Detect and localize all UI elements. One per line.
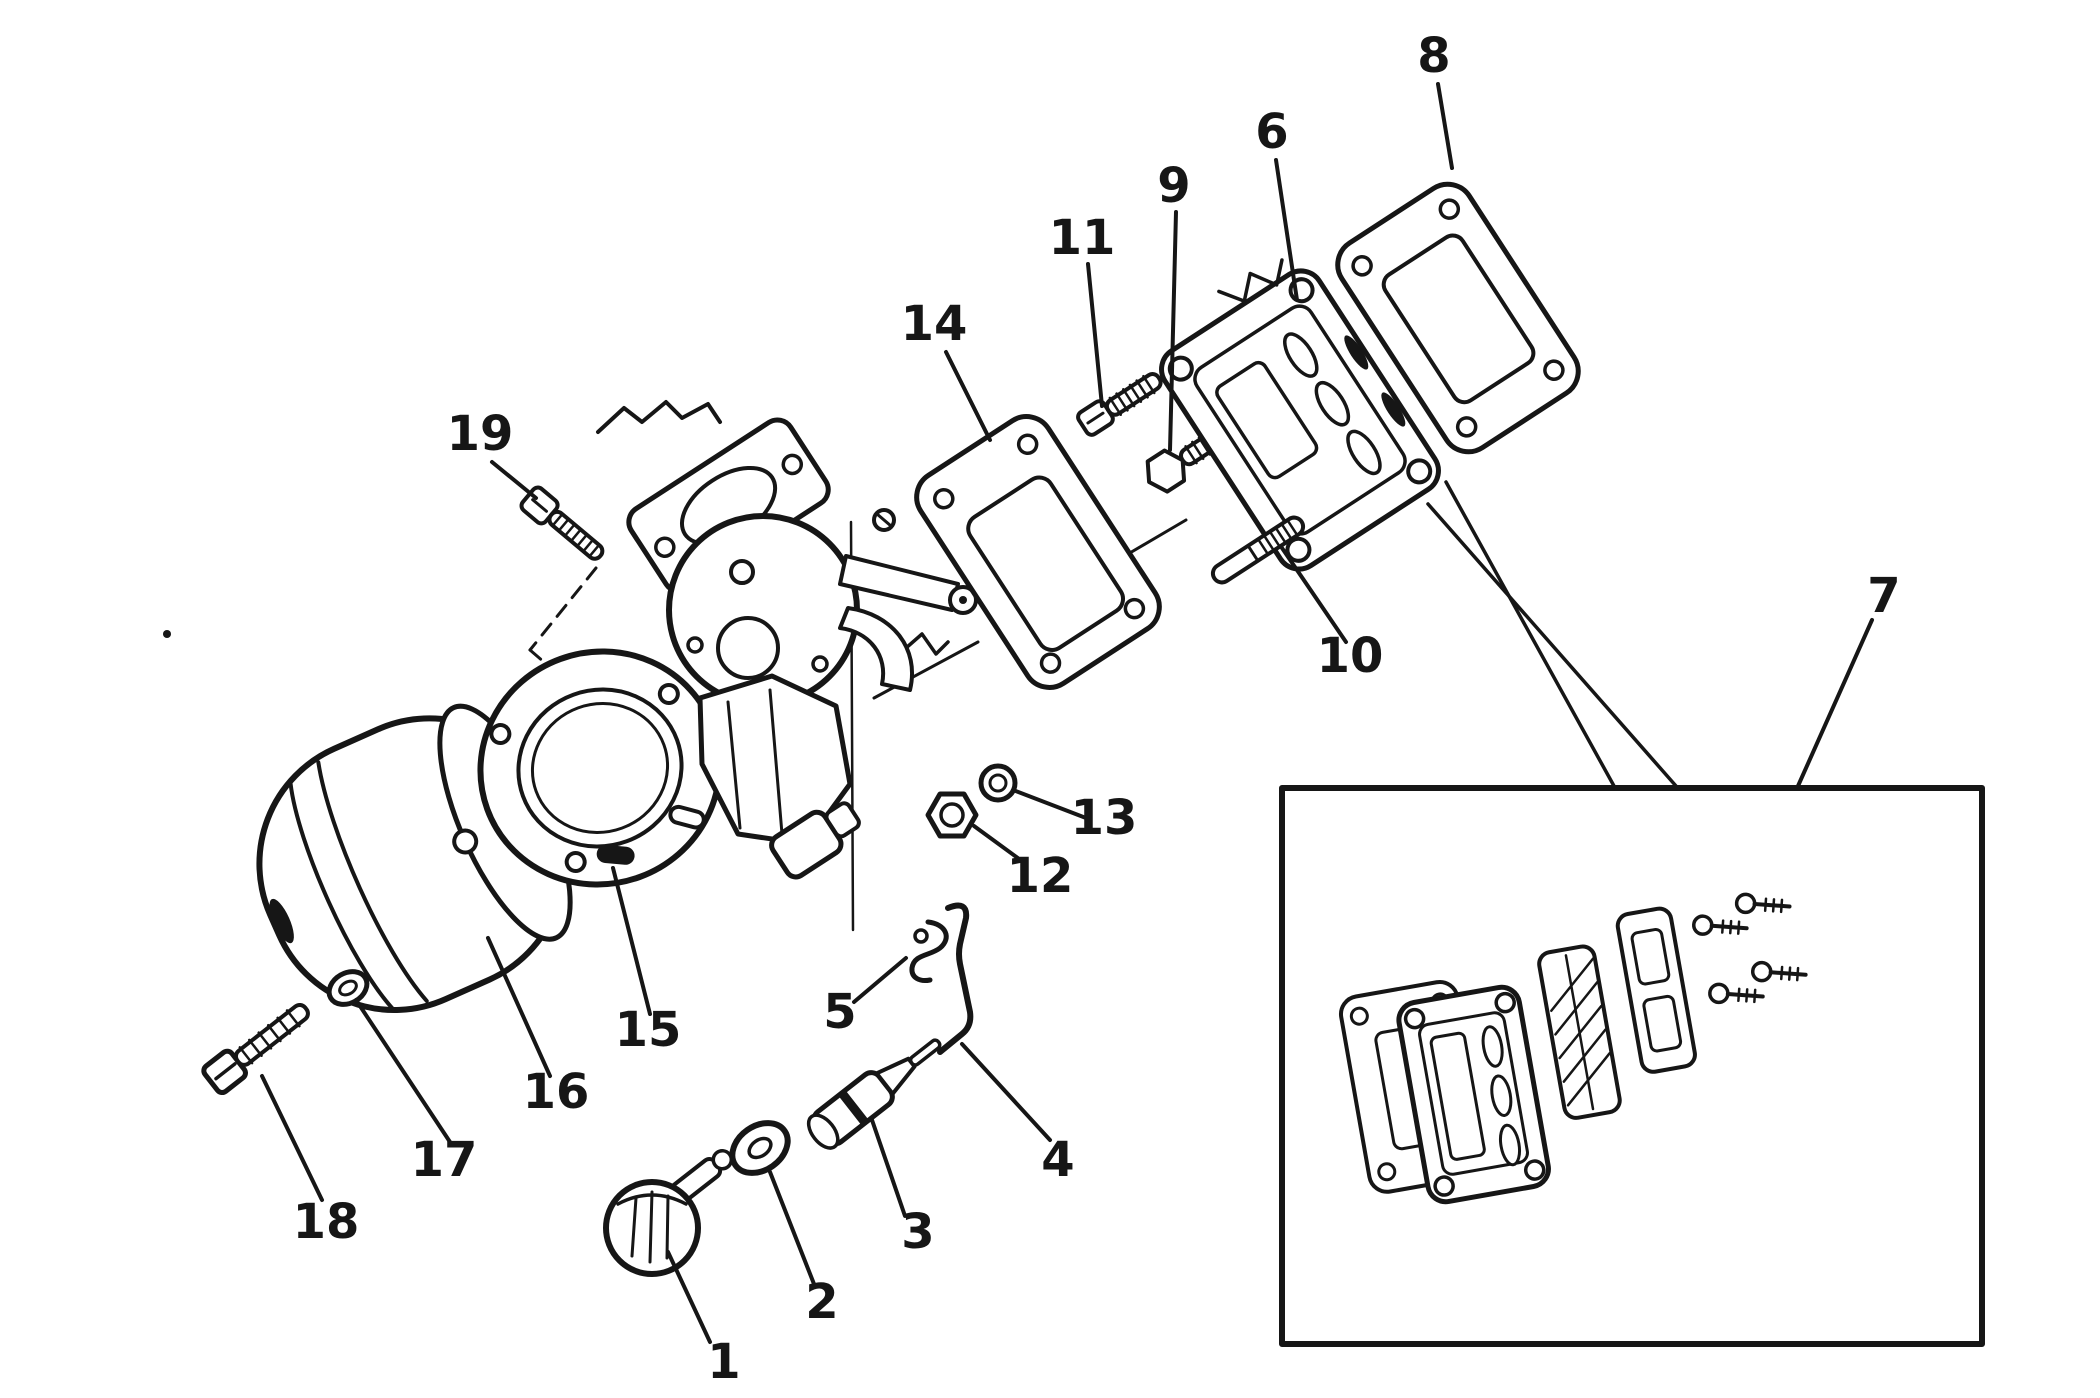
callout-label-15: 15 — [615, 1002, 682, 1058]
callout-label-8: 8 — [1417, 28, 1450, 84]
callout-label-19: 19 — [447, 406, 514, 462]
part-12-nut-drawing — [925, 791, 979, 839]
leader-line-15 — [611, 866, 652, 1016]
callout-label-16: 16 — [523, 1064, 590, 1120]
leader-line-9 — [1168, 210, 1178, 452]
leader-line-16 — [486, 936, 552, 1078]
leader-line-8 — [1436, 82, 1454, 170]
callout-label-2: 2 — [805, 1274, 838, 1330]
detail-screw-drawing — [1734, 892, 1792, 915]
callout-label-4: 4 — [1041, 1132, 1074, 1188]
detail-reed-block-drawing — [1396, 984, 1551, 1205]
leader-line-6 — [1274, 158, 1299, 302]
leader-line-11 — [1086, 262, 1104, 408]
leader-line-17 — [354, 998, 452, 1144]
leader-line-14 — [944, 350, 992, 442]
callout-label-14: 14 — [901, 296, 968, 352]
callout-label-12: 12 — [1007, 848, 1074, 904]
leader-line-3 — [870, 1118, 907, 1218]
callout-label-3: 3 — [901, 1204, 934, 1260]
leader-line-1 — [666, 1250, 712, 1344]
leader-line-10 — [1280, 546, 1348, 644]
leader-lines — [260, 82, 1874, 1344]
part-1-fuel-connector-drawing — [603, 1149, 734, 1277]
callout-label-13: 13 — [1071, 790, 1138, 846]
leader-line-12 — [972, 824, 1028, 866]
part-2-grommet-drawing — [729, 1120, 791, 1176]
callout-label-5: 5 — [823, 984, 856, 1040]
callout-labels: 1 2 3 4 5 6 7 8 9 10 11 12 13 14 15 16 1… — [293, 28, 1901, 1390]
part-19-screw-drawing — [519, 485, 605, 561]
leader-line-7 — [1796, 618, 1874, 788]
part-4-link-rod-drawing — [937, 902, 974, 1055]
reed-valve-detail-drawing — [1338, 892, 1808, 1205]
leader-line-13 — [1011, 788, 1088, 820]
mounting-plate-drawing — [477, 648, 723, 888]
callout-label-6: 6 — [1255, 104, 1288, 160]
callout-label-9: 9 — [1157, 158, 1190, 214]
detail-screw-drawing — [1750, 960, 1808, 983]
callout-label-10: 10 — [1317, 628, 1384, 684]
part-14-gasket-drawing — [914, 414, 1162, 690]
leader-line-19 — [490, 460, 538, 500]
callout-label-7: 7 — [1867, 568, 1900, 624]
part-11-screw-drawing — [1076, 372, 1163, 437]
part-10-stud-drawing — [1210, 515, 1306, 585]
part-5-clamp-drawing — [909, 919, 949, 983]
detail-screw-drawing — [1692, 914, 1749, 936]
part-6-reed-block-drawing — [1159, 258, 1441, 572]
callout-label-18: 18 — [293, 1194, 360, 1250]
detail-screw-drawing — [1708, 982, 1765, 1005]
detail-reed-petal-drawing — [1537, 944, 1622, 1120]
leader-line-18 — [260, 1074, 324, 1202]
detail-reed-stop-drawing — [1615, 906, 1697, 1074]
leader-line-4 — [960, 1042, 1052, 1142]
leader-line-2 — [768, 1170, 816, 1286]
part-13-washer-drawing — [978, 763, 1018, 803]
leader-line-5 — [852, 956, 908, 1004]
part-3-needle-valve-drawing — [806, 1038, 942, 1150]
part-18-screw-drawing — [201, 1002, 310, 1096]
part-8-gasket-drawing — [1335, 181, 1581, 455]
callout-label-11: 11 — [1049, 210, 1116, 266]
callout-label-17: 17 — [411, 1132, 478, 1188]
callout-label-1: 1 — [707, 1334, 740, 1390]
carburetor-drawing — [596, 400, 978, 880]
